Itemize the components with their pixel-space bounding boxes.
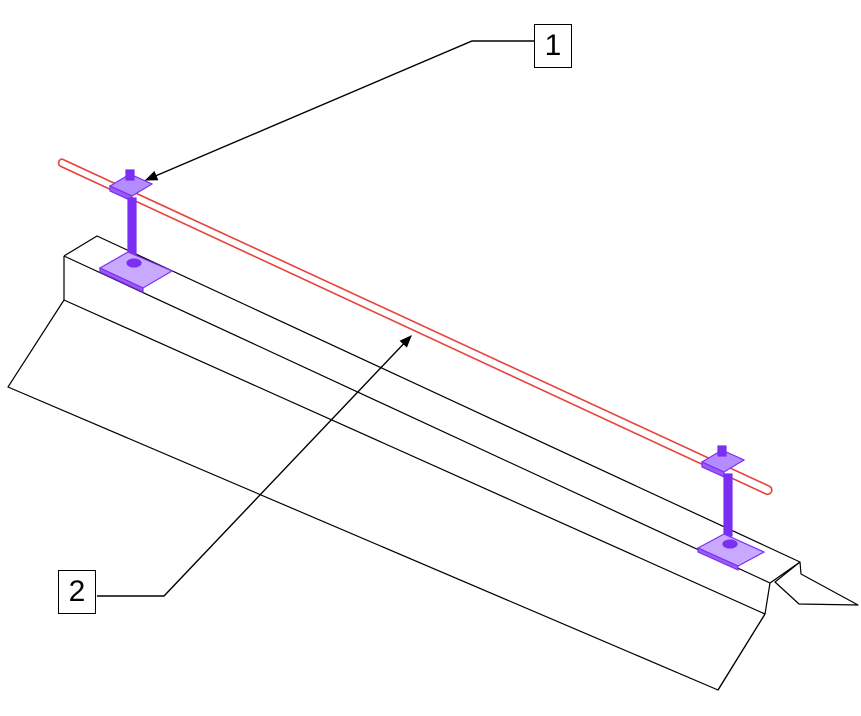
callout-label-2: 2 bbox=[58, 570, 96, 614]
right-flashing-fold bbox=[774, 561, 859, 606]
ridge-top-edge bbox=[63, 235, 801, 584]
roof-ridge-profile bbox=[7, 235, 859, 691]
callout-label-1: 1 bbox=[534, 24, 572, 68]
left-slope-upper bbox=[63, 255, 771, 584]
rod-bracket-right bbox=[696, 445, 766, 571]
left-slope-panel bbox=[7, 299, 766, 691]
ridge-inner-line bbox=[63, 299, 766, 615]
leader-line-2 bbox=[97, 335, 412, 597]
right-flashing bbox=[717, 582, 771, 691]
leader-line-1 bbox=[144, 40, 534, 181]
rod-bracket-left bbox=[98, 169, 174, 293]
lightning-rod bbox=[57, 158, 773, 496]
